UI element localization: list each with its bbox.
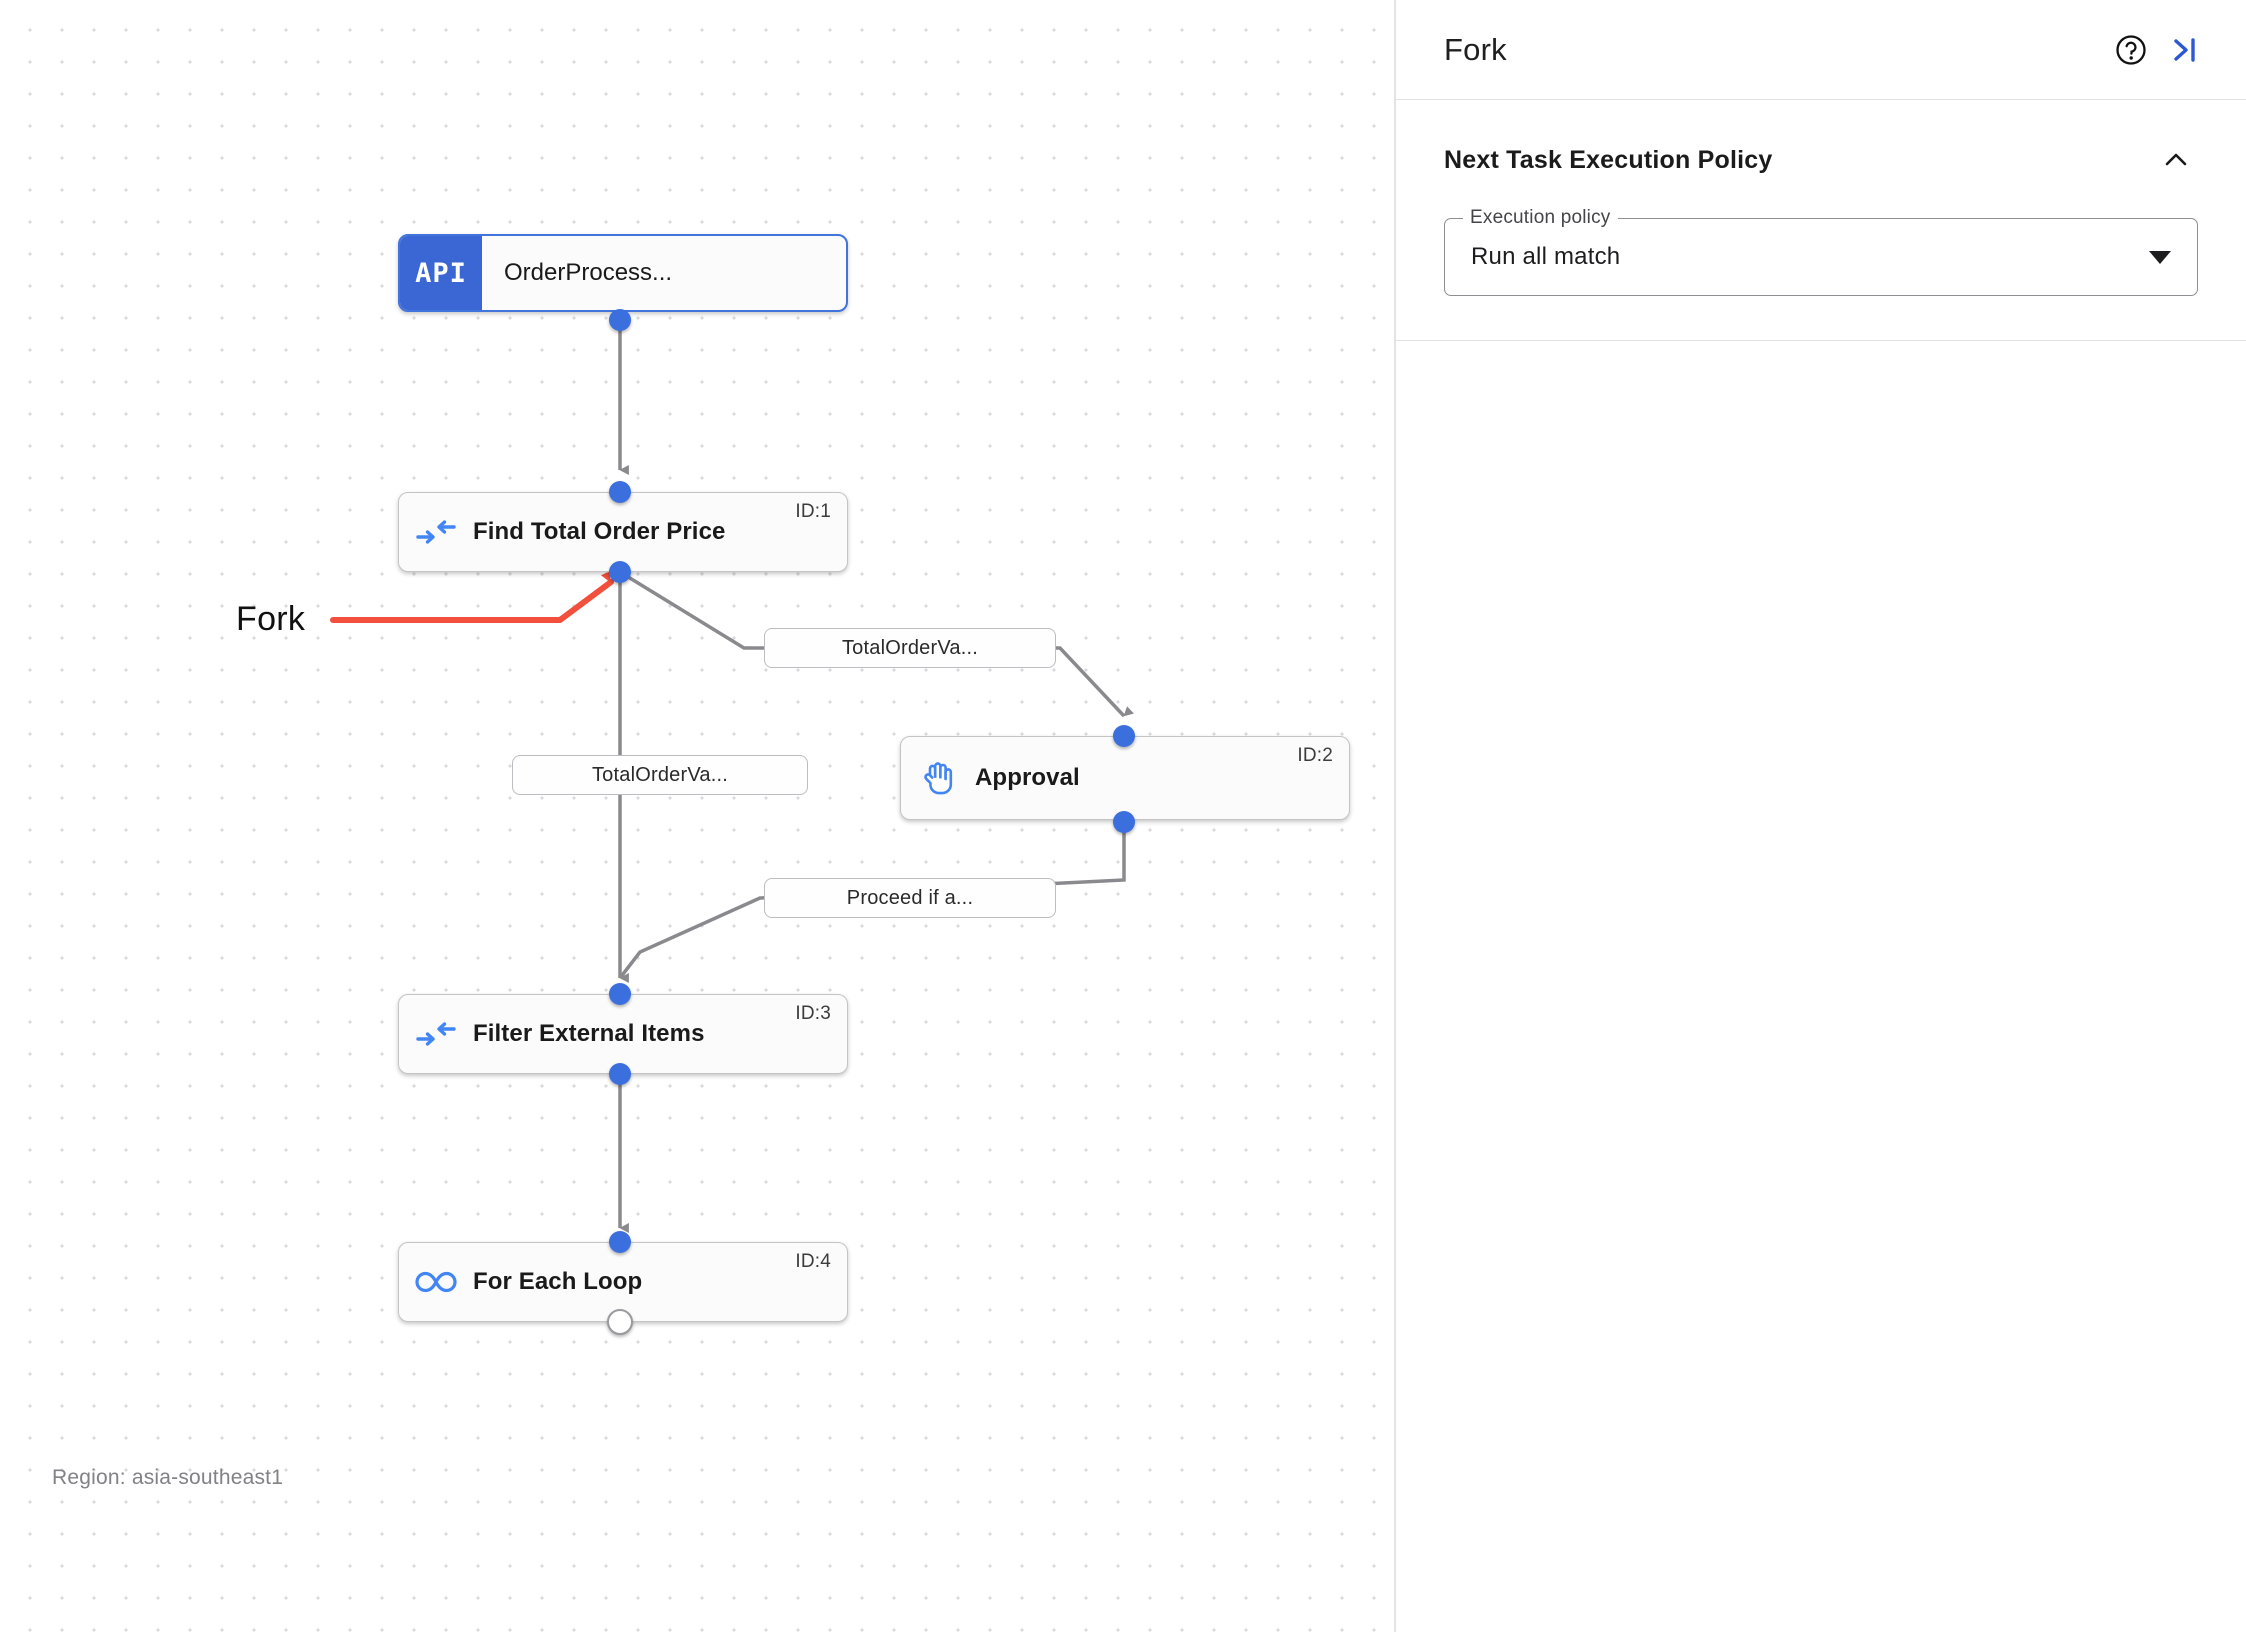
fork-annotation-label: Fork [236, 600, 306, 638]
execution-policy-value: Run all match [1471, 243, 1621, 270]
node-id-badge: ID:1 [795, 501, 831, 522]
api-badge-icon: API [400, 236, 482, 310]
node-title: Filter External Items [473, 1020, 705, 1047]
chevron-up-icon[interactable] [2154, 138, 2198, 182]
infinity-icon [399, 1269, 473, 1295]
node-title: For Each Loop [473, 1268, 643, 1295]
properties-panel: Fork Next Task Execution Policy [1396, 0, 2246, 1632]
collapse-right-icon[interactable] [2158, 23, 2212, 77]
next-task-execution-policy-section: Next Task Execution Policy Execution pol… [1396, 100, 2246, 341]
node-filter-external-items[interactable]: Filter External Items ID:3 [398, 994, 848, 1074]
port-t4-input[interactable] [609, 1231, 631, 1253]
execution-policy-label: Execution policy [1463, 207, 1618, 229]
edge-label-total-order-value-left[interactable]: TotalOrderVa... [512, 755, 808, 795]
merge-arrows-icon [399, 1018, 473, 1050]
help-circle-icon[interactable] [2104, 23, 2158, 77]
region-label: Region: asia-southeast1 [52, 1466, 284, 1489]
panel-header: Fork [1396, 0, 2246, 100]
port-approval-output[interactable] [1113, 811, 1135, 833]
port-t1-output-fork[interactable] [609, 561, 631, 583]
node-for-each-loop[interactable]: For Each Loop ID:4 [398, 1242, 848, 1322]
chevron-down-icon[interactable] [2149, 250, 2171, 264]
port-approval-input[interactable] [1113, 725, 1135, 747]
edge-label-proceed-if-approved[interactable]: Proceed if a... [764, 878, 1056, 918]
canvas-panel-divider [1394, 0, 1396, 1632]
port-t3-input[interactable] [609, 983, 631, 1005]
merge-arrows-icon [399, 516, 473, 548]
section-title: Next Task Execution Policy [1444, 145, 1773, 174]
node-id-badge: ID:3 [795, 1003, 831, 1024]
node-approval[interactable]: Approval ID:2 [900, 736, 1350, 820]
port-t3-output[interactable] [609, 1063, 631, 1085]
node-find-total-order-price[interactable]: Find Total Order Price ID:1 [398, 492, 848, 572]
port-t4-output[interactable] [607, 1309, 633, 1335]
panel-title: Fork [1444, 31, 1507, 67]
hand-icon [901, 759, 975, 797]
node-title: Approval [975, 764, 1080, 791]
edge-label-total-order-value-right[interactable]: TotalOrderVa... [764, 628, 1056, 668]
section-header[interactable]: Next Task Execution Policy [1444, 138, 2198, 182]
node-id-badge: ID:4 [795, 1251, 831, 1272]
port-t1-input[interactable] [609, 481, 631, 503]
workflow-canvas[interactable]: Fork API OrderProcess... Find Total Orde… [0, 0, 1396, 1632]
node-order-process[interactable]: API OrderProcess... [398, 234, 848, 312]
node-title: Find Total Order Price [473, 518, 726, 545]
port-api-output[interactable] [609, 309, 631, 331]
node-id-badge: ID:2 [1297, 745, 1333, 766]
execution-policy-select[interactable]: Execution policy Run all match [1444, 207, 2198, 296]
node-title: OrderProcess... [504, 259, 673, 286]
